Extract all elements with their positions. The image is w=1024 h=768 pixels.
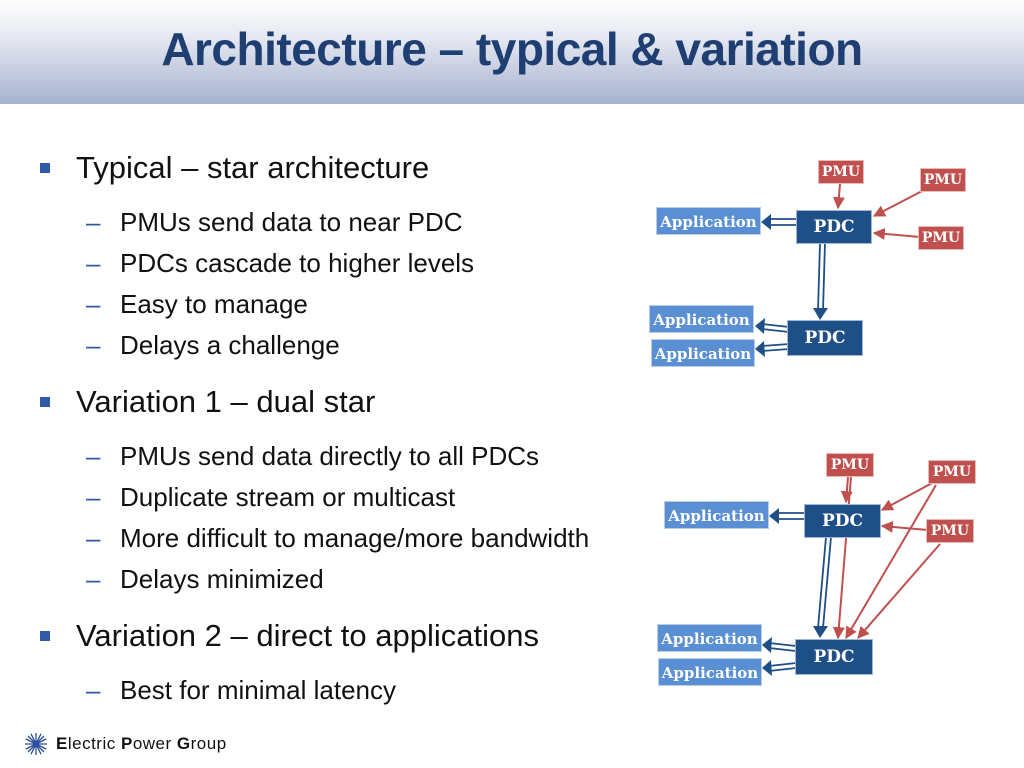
sub-bullet: –Easy to manage (36, 284, 676, 325)
data-arrowhead (755, 318, 765, 334)
data-arrow (761, 328, 790, 333)
sub-bullet-text: Easy to manage (120, 289, 308, 319)
sub-bullet-text: PMUs send data directly to all PDCs (120, 441, 540, 471)
company-name: Electric Power Group (56, 734, 227, 754)
pmu-box: PMU (928, 460, 976, 484)
footer-logo: Electric Power Group (24, 730, 227, 758)
sub-bullet-text: PMUs send data to near PDC (120, 207, 463, 237)
bullet-text: Typical – star architecture (76, 150, 430, 185)
company-name-initial: P (120, 734, 133, 753)
dash-bullet-icon: – (86, 248, 101, 278)
pdc-box: PDC (804, 504, 881, 538)
pdc-box: PDC (795, 639, 873, 675)
bullet-text: Variation 1 – dual star (76, 384, 376, 419)
data-arrow (768, 647, 797, 652)
sub-bullet: –Delays minimized (36, 559, 676, 600)
sub-bullet-text: Delays minimized (120, 564, 324, 594)
data-arrow (761, 348, 790, 352)
slide-title: Architecture – typical & variation (161, 23, 863, 75)
pmu-arrow (840, 476, 853, 504)
pmu-box: PMU (826, 453, 874, 477)
pmu-box: PMU (918, 226, 964, 250)
application-box: Application (664, 501, 769, 529)
application-box: Application (649, 305, 754, 333)
sub-bullet: –Best for minimal latency (36, 670, 676, 711)
dash-bullet-icon: – (86, 441, 101, 471)
application-box: Application (658, 658, 762, 686)
sub-bullet-text: Best for minimal latency (120, 675, 396, 705)
company-name-part: lectric (67, 734, 121, 753)
pmu-box: PMU (818, 160, 864, 184)
square-bullet-icon (40, 163, 50, 173)
pmu-arrow (880, 481, 935, 511)
dash-bullet-icon: – (86, 523, 101, 553)
dash-bullet-icon: – (86, 330, 101, 360)
pmu-arrow (857, 543, 941, 639)
dash-bullet-icon: – (86, 675, 101, 705)
dash-bullet-icon: – (86, 482, 101, 512)
pmu-arrow (880, 520, 929, 533)
square-bullet-icon (40, 631, 50, 641)
company-name-part: ower (132, 734, 177, 753)
pmu-arrow (845, 484, 937, 640)
sub-bullet: –PDCs cascade to higher levels (36, 243, 676, 284)
sub-bullet-text: Duplicate stream or multicast (120, 482, 456, 512)
pmu-arrow (872, 189, 925, 217)
data-arrow (822, 242, 826, 311)
data-arrowhead (762, 660, 772, 676)
application-box: Application (656, 207, 761, 235)
application-box: Application (651, 339, 755, 367)
pdc-box: PDC (796, 210, 872, 244)
data-arrow (817, 536, 827, 629)
sub-bullet: –More difficult to manage/more bandwidth (36, 518, 676, 559)
data-arrowhead (813, 308, 828, 320)
starburst-logo-icon (25, 733, 47, 755)
bullet-typical: Typical – star architecture (36, 150, 676, 186)
data-arrowhead (769, 508, 779, 524)
data-arrowhead (755, 341, 765, 357)
pmu-arrow (832, 476, 852, 640)
data-arrow (768, 662, 797, 667)
sub-bullet-text: Delays a challenge (120, 330, 340, 360)
dash-bullet-icon: – (86, 289, 101, 319)
data-arrowhead (761, 214, 771, 230)
sub-bullet: –PMUs send data directly to all PDCs (36, 436, 676, 477)
company-name-part: roup (190, 734, 227, 753)
application-box: Application (657, 624, 762, 652)
sub-bullet: –PMUs send data to near PDC (36, 202, 676, 243)
pmu-arrow (832, 183, 845, 210)
data-arrow (822, 536, 832, 629)
sub-bullet-text: PDCs cascade to higher levels (120, 248, 475, 278)
pmu-box: PMU (920, 168, 966, 192)
bullet-direct: Variation 2 – direct to applications (36, 618, 676, 654)
dash-bullet-icon: – (86, 564, 101, 594)
data-arrow (761, 343, 790, 347)
company-name-initial: G (176, 734, 191, 753)
data-arrowhead (813, 626, 828, 638)
sub-bullet-text: More difficult to manage/more bandwidth (120, 523, 590, 553)
title-bar (0, 0, 1024, 104)
pdc-box: PDC (787, 320, 863, 356)
dash-bullet-icon: – (86, 207, 101, 237)
sub-bullet: –Duplicate stream or multicast (36, 477, 676, 518)
data-arrow (768, 667, 797, 672)
data-arrowhead (762, 637, 772, 653)
pmu-arrow (872, 227, 921, 240)
sub-bullet: –Delays a challenge (36, 325, 676, 366)
bullet-dual-star: Variation 1 – dual star (36, 384, 676, 420)
data-arrow (817, 242, 821, 311)
data-arrow (768, 642, 797, 647)
pmu-box: PMU (926, 519, 974, 543)
data-arrow (761, 323, 790, 328)
bullet-text: Variation 2 – direct to applications (76, 618, 539, 653)
company-name-initial: E (56, 734, 68, 753)
square-bullet-icon (40, 397, 50, 407)
bullet-list: Typical – star architecture –PMUs send d… (36, 150, 676, 711)
